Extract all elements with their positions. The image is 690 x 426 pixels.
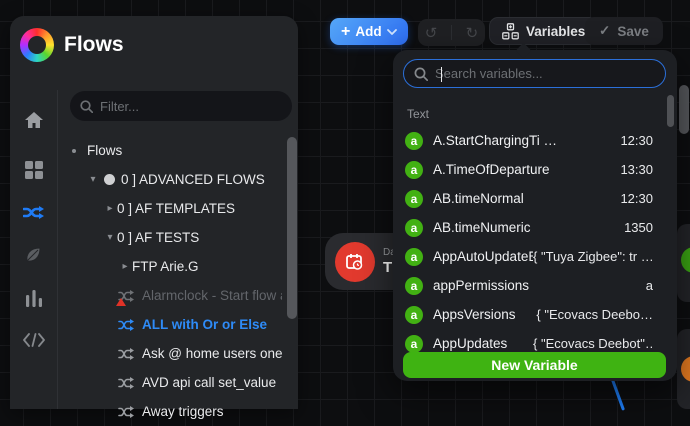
chevron-right-icon[interactable]: ▸ <box>122 261 128 272</box>
search-icon <box>80 99 93 113</box>
divider <box>450 25 452 40</box>
tree-item-ftp-arieg[interactable]: ▸ FTP Arie.G <box>10 252 282 281</box>
variables-icon <box>502 22 519 39</box>
search-icon <box>414 67 428 81</box>
flow-icon <box>118 318 135 332</box>
add-button[interactable]: + Add <box>330 18 408 45</box>
bullet-icon <box>72 148 76 153</box>
redo-icon[interactable]: ↻ <box>465 24 479 42</box>
text-variable-icon: a <box>405 218 423 237</box>
text-variable-icon: a <box>405 305 423 324</box>
code-icon[interactable] <box>10 325 57 355</box>
tree-item-advanced-flows[interactable]: ▾ 0 ] ADVANCED FLOWS <box>10 165 282 194</box>
date-time-app-icon <box>335 241 375 282</box>
flow-filter-input[interactable]: Filter... <box>70 91 292 121</box>
tree-item-af-tests[interactable]: ▾ 0 ] AF TESTS <box>10 223 282 252</box>
save-button[interactable]: ✓ Save <box>585 17 663 45</box>
new-variable-button[interactable]: New Variable <box>403 352 666 378</box>
text-variable-icon: a <box>405 247 423 266</box>
chevron-right-icon[interactable]: ▸ <box>107 203 113 214</box>
text-variable-icon: a <box>405 189 423 208</box>
variables-popup: Text a A.StartChargingTi … 12:30 a A.Tim… <box>393 42 677 381</box>
insights-icon[interactable] <box>10 283 57 313</box>
text-variable-icon: a <box>405 276 423 295</box>
tree-item-all-with-or-or-else[interactable]: ALL with Or or Else <box>10 310 282 339</box>
sidebar-scrollbar[interactable] <box>287 137 297 319</box>
check-icon: ✓ <box>599 23 611 38</box>
filter-placeholder: Filter... <box>100 98 140 114</box>
variable-row[interactable]: a AB.timeNumeric 1350 <box>393 213 653 242</box>
variable-row[interactable]: a AppsVersions { "Ecovacs Deebo… <box>393 300 653 329</box>
popup-scrollbar[interactable] <box>667 95 674 127</box>
chevron-down-icon <box>386 28 397 35</box>
variables-button[interactable]: Variables <box>489 17 599 45</box>
plus-icon: + <box>341 22 351 40</box>
undo-icon[interactable]: ↺ <box>424 24 438 42</box>
rail-divider <box>57 90 58 409</box>
page-title: Flows <box>64 33 124 56</box>
tree-item-avd-api-call[interactable]: AVD api call set_value <box>10 368 282 397</box>
home-icon[interactable] <box>10 105 57 135</box>
canvas-scrollbar[interactable] <box>679 85 689 134</box>
tree-item-flows-root[interactable]: Flows <box>10 136 282 165</box>
tree-item-af-templates[interactable]: ▸ 0 ] AF TEMPLATES <box>10 194 282 223</box>
variable-row[interactable]: a appPermissions a <box>393 271 653 300</box>
text-variable-icon: a <box>405 131 423 150</box>
sidebar-panel: Flows <box>10 16 298 419</box>
variable-row[interactable]: a A.TimeOfDeparture 13:30 <box>393 155 653 184</box>
dashboard-icon[interactable] <box>10 155 57 185</box>
homey-logo <box>20 28 54 62</box>
error-badge <box>116 297 126 306</box>
variables-list: a A.StartChargingTi … 12:30 a A.TimeOfDe… <box>393 126 653 358</box>
undo-redo-group: ↺ ↻ <box>418 19 485 46</box>
folder-dot-icon <box>104 174 115 185</box>
text-variable-icon: a <box>405 160 423 179</box>
text-cursor <box>441 67 442 82</box>
chevron-down-icon[interactable]: ▾ <box>107 232 113 243</box>
variable-row[interactable]: a AB.timeNormal 12:30 <box>393 184 653 213</box>
flows-icon[interactable] <box>10 197 57 227</box>
section-label-text: Text <box>407 107 430 121</box>
flow-error-icon <box>116 289 135 306</box>
variables-search-input[interactable] <box>435 66 635 81</box>
tree-item-alarmclock[interactable]: Alarmclock - Start flow a… <box>10 281 282 310</box>
chevron-down-icon[interactable]: ▾ <box>90 174 96 185</box>
variable-row[interactable]: a A.StartChargingTi … 12:30 <box>393 126 653 155</box>
flow-icon <box>118 347 135 361</box>
flow-icon <box>118 376 135 390</box>
flow-card-orange-icon <box>681 356 690 382</box>
flow-icon <box>118 405 135 419</box>
leaf-icon[interactable] <box>10 240 57 270</box>
text-variable-icon: a <box>405 334 423 353</box>
tree-item-away-triggers[interactable]: Away triggers <box>10 397 282 426</box>
variable-row[interactable]: a AppUpdates { "Ecovacs Deebot"… <box>393 329 653 358</box>
flow-card-green-icon <box>681 247 690 273</box>
popup-notch <box>515 42 532 59</box>
flow-tree: Flows ▾ 0 ] ADVANCED FLOWS ▸ 0 ] AF TEMP… <box>10 136 282 426</box>
tree-item-ask-home-users[interactable]: Ask @ home users one b… <box>10 339 282 368</box>
variables-search-box[interactable] <box>403 59 666 88</box>
variable-row[interactable]: a AppAutoUpdateEn … { "Tuya Zigbee": tr … <box>393 242 653 271</box>
